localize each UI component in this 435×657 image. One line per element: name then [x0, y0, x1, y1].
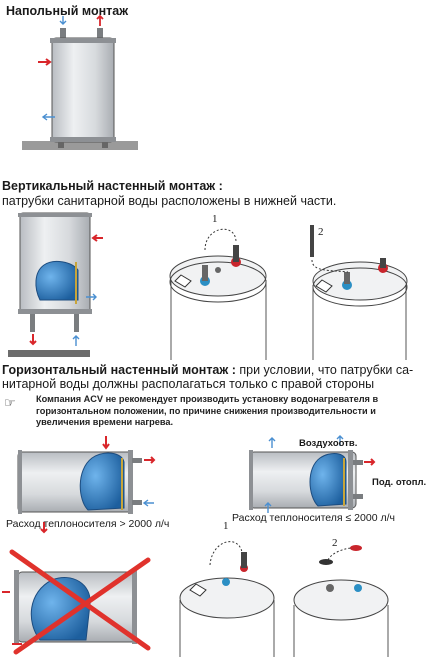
not-recommended-tank: [2, 549, 151, 655]
step-number-1-bottom: 1: [223, 520, 229, 532]
warning-note: Компания ACV не рекомендует производить …: [36, 394, 434, 429]
step-number-2: 2: [318, 226, 324, 238]
vertical-wall-tank-arrows: [29, 234, 103, 346]
horizontal-tank-left-arrows: [40, 436, 156, 534]
vertical-wall-tank: [8, 212, 92, 357]
section-title-vertical-wall: Вертикальный настенный монтаж :: [2, 179, 223, 193]
floor-tank-arrows: [38, 14, 104, 121]
floor-tank: [22, 28, 138, 150]
tank-top-step1-bottom: [179, 541, 275, 657]
section-text-vertical-wall: патрубки санитарной воды расположены в н…: [2, 194, 337, 208]
horizontal-tank-left: [17, 450, 142, 514]
step-number-2-bottom: 2: [332, 537, 338, 549]
tank-top-step1: [169, 228, 267, 360]
warning-note-line: горизонтальном положении, по причине сни…: [36, 405, 376, 416]
step-number-1: 1: [212, 213, 218, 225]
warning-note-line: Компания ACV не рекомендует производить …: [36, 394, 379, 404]
section-text-horizontal-line1: при условии, что патрубки са-: [235, 363, 414, 377]
caption-flow-over-2000: Расход теплоносителя > 2000 л/ч: [6, 518, 170, 530]
section-text-horizontal-line2: нитарной воды должны располагаться тольк…: [2, 377, 375, 391]
horizontal-tank-right: [249, 450, 363, 510]
tank-top-step2: [310, 225, 408, 360]
label-air-vent: Воздухоотв.: [299, 438, 358, 449]
tank-top-step2-bottom: [293, 545, 389, 657]
section-title-horizontal-wall: Горизонтальный настенный монтаж :: [2, 363, 236, 377]
label-heating-supply: Под. отопл.: [372, 477, 427, 488]
horizontal-tank-right-arrows: [264, 435, 376, 513]
caption-flow-up-to-2000: Расход теплоносителя ≤ 2000 л/ч: [232, 512, 395, 524]
section-heading-horizontal: Горизонтальный настенный монтаж : при ус…: [2, 363, 413, 377]
pointing-hand-icon: ☞: [4, 395, 16, 410]
section-title-floor-mount: Напольный монтаж: [6, 4, 129, 18]
warning-note-line: увеличения времени нагрева.: [36, 417, 174, 427]
